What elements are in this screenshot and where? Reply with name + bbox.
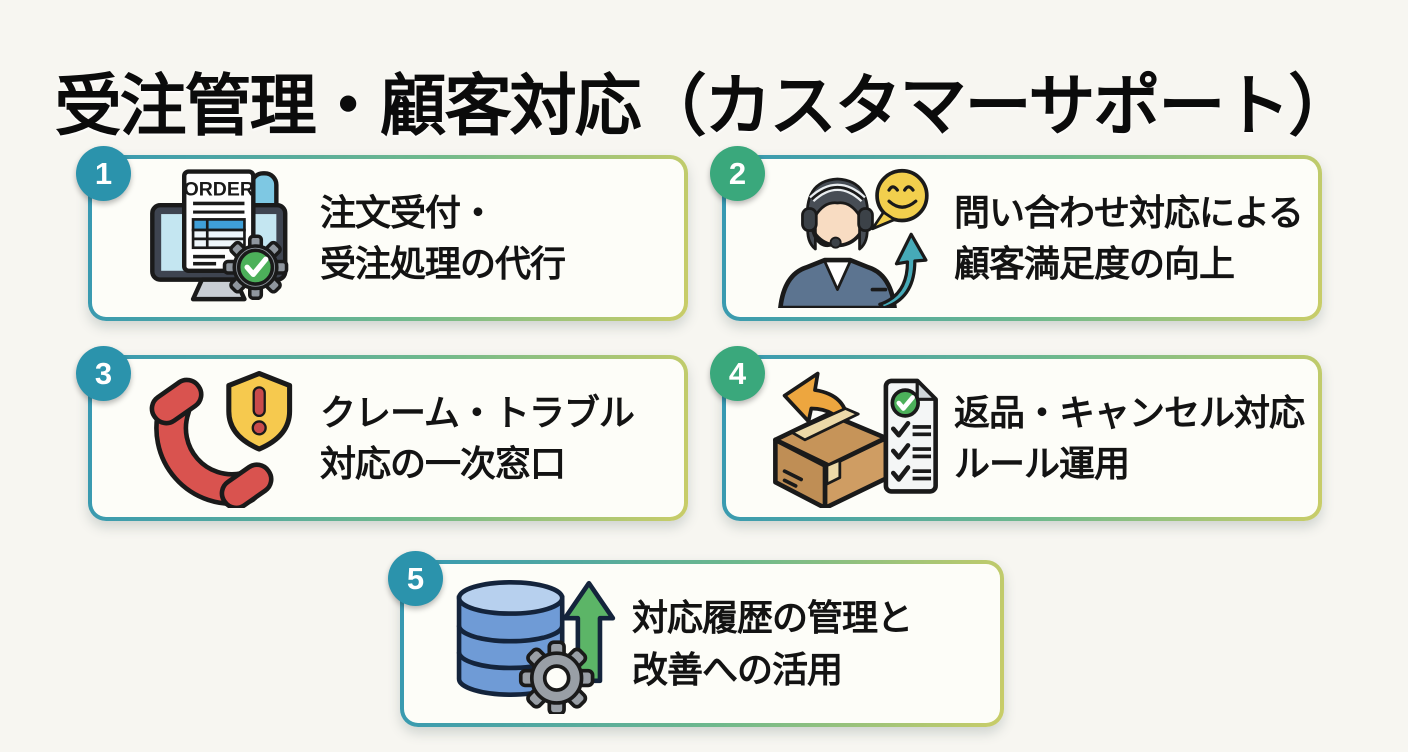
step-3-body: クレーム・トラブル 対応の一次窓口: [92, 359, 684, 517]
step-4-text: 返品・キャンセル対応 ルール運用: [954, 387, 1305, 489]
step-5-body: 対応履歴の管理と 改善への活用: [404, 564, 1000, 723]
gear-check-icon: [222, 234, 289, 301]
step-4-body: 返品・キャンセル対応 ルール運用: [726, 359, 1318, 517]
step-card-3: 3: [76, 346, 688, 521]
step-2-body: 問い合わせ対応による 顧客満足度の向上: [726, 159, 1318, 317]
phone-alert-icon: [120, 368, 320, 508]
step-3-number-badge: 3: [76, 346, 131, 401]
step-1-text: 注文受付・ 受注処理の代行: [320, 187, 566, 289]
database-gear-icon: [432, 574, 632, 714]
step-4-line1: 返品・キャンセル対応: [954, 391, 1305, 433]
step-1-number: 1: [94, 155, 113, 191]
order-monitor-icon: ORDER: [120, 168, 320, 308]
page-title: 受注管理・顧客対応（カスタマーサポート）: [54, 68, 1356, 144]
step-card-2: 2: [710, 146, 1322, 321]
step-5-text: 対応履歴の管理と 改善への活用: [632, 592, 913, 694]
step-4-line2: ルール運用: [954, 443, 1130, 484]
step-1-line2: 受注処理の代行: [320, 243, 566, 284]
step-3-line2: 対応の一次窓口: [320, 443, 566, 484]
order-doc-title: ORDER: [183, 178, 253, 200]
support-agent-icon: [754, 168, 954, 308]
step-2-text: 問い合わせ対応による 顧客満足度の向上: [954, 187, 1304, 289]
return-box-icon: [754, 368, 954, 508]
step-card-1: 1 ORDER: [76, 146, 688, 321]
step-5-line1: 対応履歴の管理と: [632, 597, 913, 639]
checklist-doc-icon: [883, 378, 939, 494]
step-4-number: 4: [728, 355, 747, 391]
step-card-4: 4: [710, 346, 1322, 521]
step-5-number: 5: [406, 560, 425, 596]
step-1-number-badge: 1: [76, 146, 131, 201]
step-2-number: 2: [728, 155, 747, 191]
step-2-line2: 顧客満足度の向上: [954, 243, 1235, 284]
step-2-number-badge: 2: [710, 146, 765, 201]
step-3-number: 3: [94, 355, 113, 391]
step-1-line1: 注文受付・: [320, 191, 496, 233]
step-1-body: ORDER: [92, 159, 684, 317]
up-arrow-icon: [878, 232, 928, 308]
gear-icon: [519, 639, 595, 714]
agent-figure: [778, 177, 898, 308]
phone-handset-icon: [150, 377, 274, 508]
step-5-line2: 改善への活用: [632, 648, 843, 690]
step-3-line1: クレーム・トラブル: [320, 391, 635, 433]
step-3-text: クレーム・トラブル 対応の一次窓口: [320, 387, 635, 489]
alert-shield-icon: [226, 370, 293, 452]
smiley-bubble-icon: [871, 168, 930, 231]
step-5-number-badge: 5: [388, 551, 443, 606]
step-2-line1: 問い合わせ対応による: [954, 191, 1304, 233]
cardboard-box-icon: [773, 407, 889, 508]
step-card-5: 5: [388, 551, 1004, 727]
step-4-number-badge: 4: [710, 346, 765, 401]
